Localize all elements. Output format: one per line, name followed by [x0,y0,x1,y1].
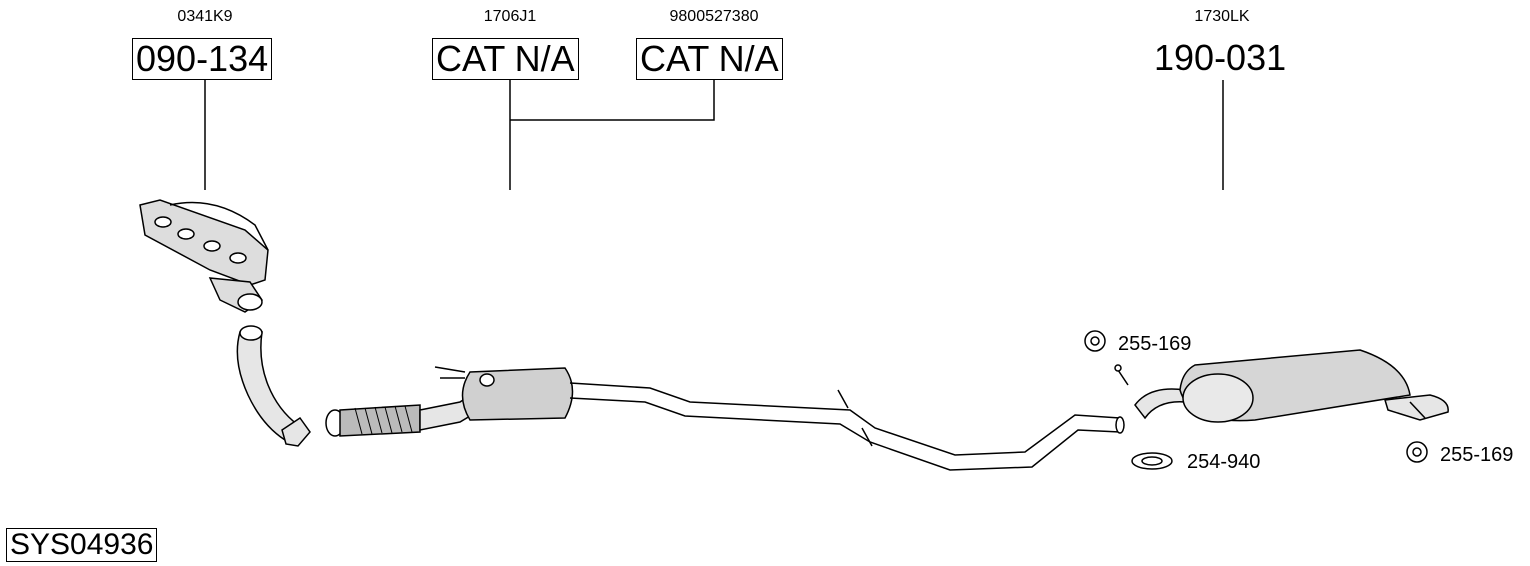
oem-number: 9800527380 [669,8,759,25]
manifold-drawing [139,199,269,313]
oem-number: 1730LK [1194,8,1250,25]
part-code-cat-1[interactable]: CAT N/A [432,38,579,80]
part-code-manifold[interactable]: 090-134 [132,38,273,80]
accessory-code[interactable]: 255-169 [1118,333,1192,355]
oem-number: 0341K9 [177,8,233,25]
leader-line-cat-2 [510,80,715,121]
part-code-rear-silencer[interactable]: 190-031 [1154,37,1287,78]
system-id: SYS04936 [6,528,158,562]
accessory-code[interactable]: 255-169 [1440,444,1514,466]
rubber-hanger-icon [1084,330,1106,352]
oem-number: 1706J1 [483,8,537,25]
catalyst-drawing [325,366,574,437]
part-code-cat-2[interactable]: CAT N/A [636,38,783,80]
accessory-code[interactable]: 254-940 [1187,451,1261,473]
front-pipe-drawing [236,325,311,447]
rubber-hanger-icon [1406,441,1428,463]
rear-silencer-drawing [1114,349,1449,423]
clamp-icon [1131,452,1173,470]
middle-pipe-drawing [569,382,1125,471]
